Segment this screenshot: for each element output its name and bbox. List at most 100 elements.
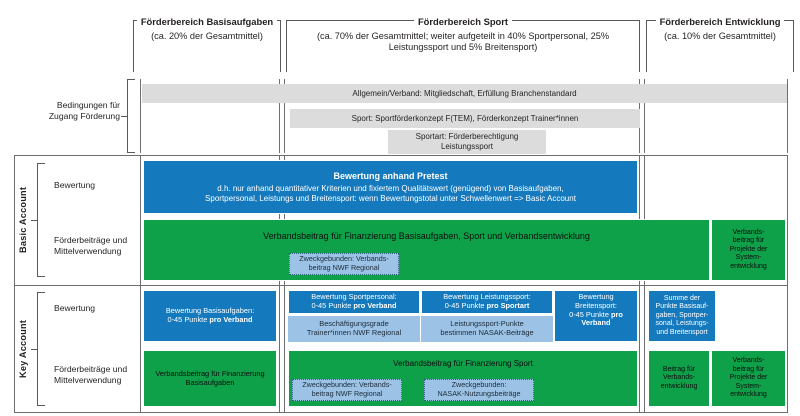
key-systementwicklung-line5: entwicklung bbox=[730, 391, 767, 399]
basic-systementwicklung-line3: Projekte der bbox=[729, 245, 768, 253]
key-zweck-nasak-box: Zweckgebunden: NASAK-Nutzungsbeiträge bbox=[424, 379, 534, 401]
basic-pretest-line1: d.h. nur anhand quantitativer Kriterien … bbox=[217, 183, 564, 193]
row-label-key-foerderbeitraege-line2: Mittelverwendung bbox=[54, 374, 122, 385]
basic-pretest-box: Bewertung anhand Pretest d.h. nur anhand… bbox=[143, 160, 638, 214]
basic-systementwicklung-line2: beitrag für bbox=[732, 237, 765, 245]
side-label-basic-account: Basic Account bbox=[18, 186, 28, 254]
rail-left-main bbox=[140, 155, 141, 413]
divider-basic-key bbox=[14, 285, 788, 286]
key-beitrag-vbentw-line2: Verbands- bbox=[663, 374, 695, 382]
column-header-basisaufgaben: Förderbereich Basisaufgaben (ca. 20% der… bbox=[133, 16, 281, 72]
key-bewertung-basisaufgaben-points: 0-45 Punkte bbox=[167, 315, 210, 324]
column-subtitle-basisaufgaben: (ca. 20% der Gesamtmittel) bbox=[151, 30, 263, 41]
key-bewertung-leistungssport-box: Bewertung Leistungssport: 0-45 Punkte pr… bbox=[421, 290, 553, 314]
condition-sportart-line2: Leistungssport bbox=[440, 142, 494, 151]
key-account-bracket-tick bbox=[31, 349, 38, 350]
key-bewertung-leistungssport-line2: 0-45 Punkte pro Sportart bbox=[442, 301, 533, 311]
key-account-bracket bbox=[37, 292, 45, 406]
row-label-basic-foerderbeitraege-line2: Mittelverwendung bbox=[54, 245, 122, 256]
key-systementwicklung-line2: beitrag für bbox=[732, 365, 765, 373]
key-bewertung-sportpersonal-line2: 0-45 Punkte pro Verband bbox=[308, 301, 399, 311]
condition-allgemein-text: Allgemein/Verband: Mitgliedschaft, Erfül… bbox=[352, 88, 577, 98]
key-leistungssport-punkte-box: Leistungssport-Punkte bestimmen NASAK-Be… bbox=[421, 316, 553, 342]
side-label-key-account: Key Account bbox=[18, 320, 28, 379]
key-vb-sport-text: Verbandsbeitrag für Finanzierung Sport bbox=[393, 359, 533, 368]
key-systementwicklung-box: Verbands- beitrag für Projekte der Syste… bbox=[711, 350, 786, 407]
rail-basis-sport-b bbox=[284, 79, 285, 153]
key-bewertung-sportpersonal-unit: pro Verband bbox=[353, 301, 397, 310]
column-title-basisaufgaben: Förderbereich Basisaufgaben bbox=[136, 16, 278, 28]
column-header-sport: Förderbereich Sport (ca. 70% der Gesamtm… bbox=[286, 16, 640, 72]
rail-basis-sport-main-b bbox=[284, 155, 285, 413]
key-bewertung-leistungssport-line1: Bewertung Leistungssport: bbox=[443, 292, 531, 302]
key-bewertung-breitensport-unit: pro Verband bbox=[581, 309, 623, 328]
key-zweck-nwf-line2: beitrag NWF Regional bbox=[311, 389, 383, 398]
basic-systementwicklung-box: Verbands- beitrag für Projekte der Syste… bbox=[711, 219, 786, 281]
key-zweck-nwf-box: Zweckgebunden: Verbands- beitrag NWF Reg… bbox=[292, 379, 402, 401]
condition-sportart-line1: Sportart: Förderberechtigung bbox=[415, 132, 519, 142]
column-subtitle-entwicklung: (ca. 10% der Gesamtmittel) bbox=[664, 30, 776, 41]
key-summe-punkte-box: Summe der Punkte Basisauf- gaben, Sportp… bbox=[648, 290, 716, 342]
key-systementwicklung-line4: System- bbox=[735, 382, 762, 390]
basic-systementwicklung-line5: entwicklung bbox=[730, 262, 767, 270]
key-zweck-nasak-line1: Zweckgebunden: bbox=[451, 380, 507, 390]
basic-verbandsbeitrag-text: Verbandsbeitrag für Finanzierung Basisau… bbox=[263, 231, 590, 241]
column-title-sport: Förderbereich Sport bbox=[413, 16, 513, 28]
key-bewertung-leistungssport-points: 0-45 Punkte bbox=[444, 301, 487, 310]
basic-zweckgebunden-nwf-box: Zweckgebunden: Verbands- beitrag NWF Reg… bbox=[289, 253, 399, 275]
key-systementwicklung-line3: Projekte der bbox=[729, 374, 768, 382]
key-zweck-nasak-line2: NASAK-Nutzungsbeiträge bbox=[437, 389, 521, 398]
rail-basis-sport-a bbox=[279, 79, 280, 153]
key-leistungssport-punkte-line2: bestimmen NASAK-Beiträge bbox=[440, 328, 534, 337]
key-vb-basisaufgaben-line1: Verbandsbeitrag für Finanzierung bbox=[155, 368, 265, 378]
row-label-basic-foerderbeitraege-line1: Förderbeiträge und bbox=[54, 235, 128, 245]
key-summe-line1: Summe der bbox=[663, 294, 701, 302]
key-beitrag-vbentw-line1: Beitrag für bbox=[662, 365, 696, 373]
row-label-bedingungen-line1: Bedingungen für bbox=[56, 100, 120, 110]
key-bewertung-breitensport-points: 0-45 Punkte bbox=[569, 309, 611, 319]
key-bewertung-leistungssport-unit: pro Sportart bbox=[486, 301, 530, 310]
basic-zweckgebunden-nwf-line1: Zweckgebunden: Verbands- bbox=[299, 254, 389, 264]
basic-pretest-line2: Sportpersonal, Leistungs und Breitenspor… bbox=[205, 193, 576, 203]
rail-left-conditions bbox=[140, 79, 141, 153]
key-bewertung-breitensport-box: Bewertung Breitensport: 0-45 Punkte pro … bbox=[554, 290, 638, 342]
basic-pretest-title: Bewertung anhand Pretest bbox=[333, 170, 448, 181]
rail-sport-entw-main-a bbox=[639, 155, 640, 413]
basic-systementwicklung-line1: Verbands- bbox=[732, 228, 765, 236]
key-summe-line5: und Breitensport bbox=[656, 328, 708, 336]
key-leistungssport-punkte-line1: Leistungssport-Punkte bbox=[450, 319, 524, 329]
key-beitrag-verbandsentwicklung-box: Beitrag für Verbands- entwicklung bbox=[648, 350, 710, 407]
column-title-entwicklung: Förderbereich Entwicklung bbox=[655, 16, 785, 28]
key-summe-line2: Punkte Basisauf- bbox=[655, 303, 709, 311]
key-beschaeftigungsgrade-box: Beschäftigungsgrade Trainer*innen NWF Re… bbox=[288, 316, 420, 342]
key-bewertung-sportpersonal-points: 0-45 Punkte bbox=[311, 301, 354, 310]
key-bewertung-breitensport-line1: Bewertung Breitensport: bbox=[575, 292, 617, 310]
basic-verbandsbeitrag-box: Verbandsbeitrag für Finanzierung Basisau… bbox=[143, 219, 710, 281]
key-bewertung-basisaufgaben-line2: 0-45 Punkte pro Verband bbox=[164, 315, 255, 325]
condition-sport-text: Sport: Sportförderkonzept F(TEM), Förder… bbox=[351, 113, 579, 123]
key-bewertung-basisaufgaben-line1: Bewertung Basisaufgaben: bbox=[165, 306, 255, 316]
row-label-key-bewertung: Bewertung bbox=[54, 303, 96, 313]
column-header-entwicklung: Förderbereich Entwicklung (ca. 10% der G… bbox=[646, 16, 794, 72]
bedingungen-bracket-tick bbox=[121, 116, 128, 117]
key-bewertung-sportpersonal-line1: Bewertung Sportpersonal: bbox=[311, 292, 397, 302]
basic-account-bracket-tick bbox=[31, 220, 38, 221]
key-bewertung-basisaufgaben-box: Bewertung Basisaufgaben: 0-45 Punkte pro… bbox=[143, 290, 277, 342]
row-label-basic-foerderbeitraege: Förderbeiträge und Mittelverwendung bbox=[54, 235, 140, 256]
condition-sport-box: Sport: Sportförderkonzept F(TEM), Förder… bbox=[290, 109, 640, 128]
rail-sport-entw-main-b bbox=[644, 155, 645, 413]
key-summe-line3: gaben, Sportper- bbox=[655, 311, 709, 319]
rail-sport-entw-b bbox=[644, 79, 645, 153]
column-subtitle-sport: (ca. 70% der Gesamtmittel; weiter aufget… bbox=[316, 30, 610, 53]
row-label-key-foerderbeitraege: Förderbeiträge und Mittelverwendung bbox=[54, 364, 140, 385]
rail-right-conditions bbox=[787, 79, 788, 153]
key-vb-basisaufgaben-line2: Basisaufgaben bbox=[185, 377, 235, 387]
key-beschaeftigungsgrade-line2: Trainer*innen NWF Regional bbox=[306, 328, 402, 337]
main-matrix-frame bbox=[14, 155, 788, 413]
rail-basis-sport-main-a bbox=[279, 155, 280, 413]
key-vb-basisaufgaben-box: Verbandsbeitrag für Finanzierung Basisau… bbox=[143, 350, 277, 407]
row-label-key-foerderbeitraege-line1: Förderbeiträge und bbox=[54, 364, 128, 374]
key-bewertung-basisaufgaben-unit: pro Verband bbox=[209, 315, 253, 324]
condition-allgemein-box: Allgemein/Verband: Mitgliedschaft, Erfül… bbox=[142, 84, 787, 103]
